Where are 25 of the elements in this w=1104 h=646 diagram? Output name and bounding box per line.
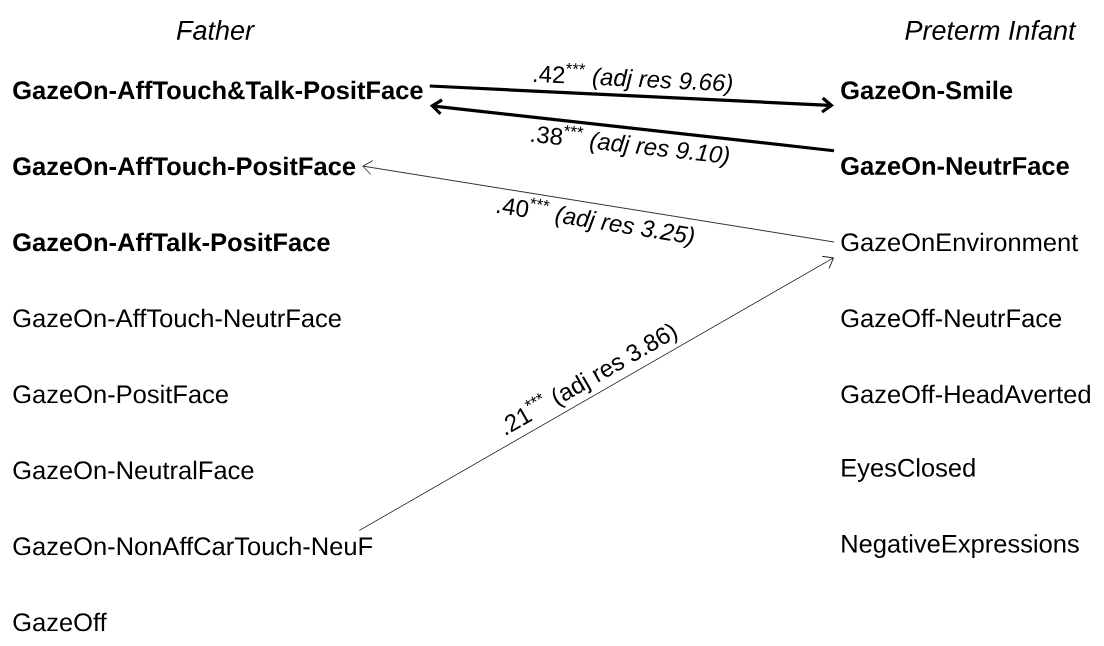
state-label: GazeOn-Smile — [841, 80, 1013, 100]
arrow — [358, 255, 834, 531]
state-label: GazeOn-PositFace — [13, 384, 228, 404]
state-label: GazeOff-NeutrFace — [841, 308, 1062, 328]
state-label: GazeOn-NonAffCarTouch-NeuF — [13, 536, 373, 556]
state-label: GazeOff — [13, 612, 107, 632]
arrow — [429, 98, 835, 153]
arrow — [429, 84, 834, 114]
column-heading: Preterm Infant — [905, 20, 1077, 40]
edge-label: .38$^{***}$ (adj res 9.10) — [531, 125, 729, 168]
state-label: NegativeExpressions — [842, 534, 1079, 558]
state-label: GazeOn-AffTouch-PositFace — [13, 156, 356, 176]
state-label: GazeOn-AffTalk-PositFace — [13, 232, 330, 252]
state-label: GazeOn-AffTouch-NeutrFace — [13, 308, 341, 328]
state-label: GazeOn-NeutralFace — [13, 460, 254, 480]
edge-label: .40$^{***}$ (adj res 3.25) — [496, 197, 694, 249]
state-label: GazeOff-HeadAverted — [841, 384, 1090, 404]
state-label: EyesClosed — [842, 458, 975, 482]
edge-label: .21$^{***}$ (adj res 3.86) — [505, 323, 678, 436]
state-label: GazeOn-AffTouch&Talk-PositFace — [13, 80, 423, 100]
arrow — [362, 160, 835, 243]
state-label: GazeOnEnvironment — [841, 232, 1079, 252]
column-heading: Father — [176, 20, 255, 40]
state-label: GazeOn-NeutrFace — [841, 157, 1069, 176]
edge-label: .42$^{***}$ (adj res 9.66) — [533, 62, 732, 97]
